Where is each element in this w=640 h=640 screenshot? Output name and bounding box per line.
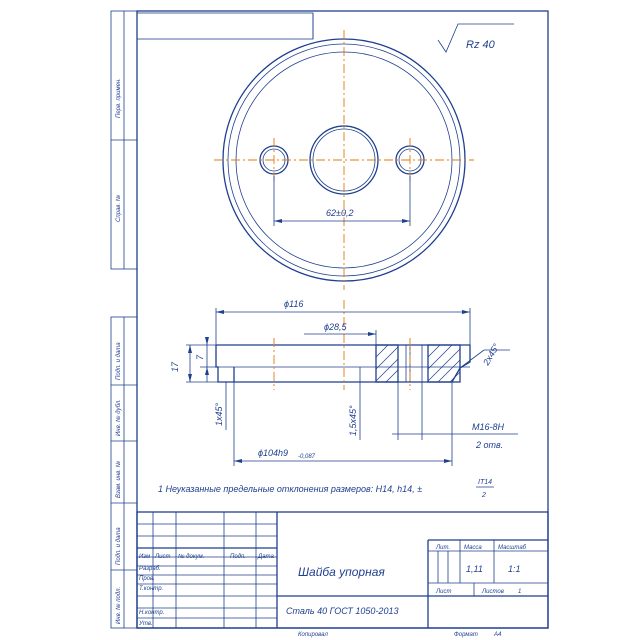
top-left-box bbox=[136, 12, 314, 40]
side-stamp-podp-data-1: Подп. и дата bbox=[116, 342, 122, 380]
dim-shoulder-diameter: ϕ104h9 bbox=[258, 448, 288, 458]
col-doc: № докум. bbox=[178, 553, 204, 560]
footer-format-value: А4 bbox=[493, 632, 502, 638]
part-material: Сталь 40 ГОСТ 1050-2013 bbox=[286, 606, 398, 616]
row-utv: Утв. bbox=[138, 621, 153, 627]
row-nkontr: Н.контр. bbox=[139, 610, 164, 616]
side-stamp-sprav-no: Справ. № bbox=[115, 194, 122, 222]
roughness-symbol bbox=[437, 23, 514, 53]
roughness-label: Rz 40 bbox=[466, 39, 496, 51]
list-label: Лист bbox=[435, 589, 451, 595]
note-fraction-bottom: 2 bbox=[481, 492, 486, 499]
side-stamp-inv-podl: Инв. № подл. bbox=[115, 587, 122, 624]
side-stamp-podp-data-2: Подп. и дата bbox=[116, 527, 122, 565]
plan-view bbox=[214, 30, 474, 290]
sheet-frame bbox=[136, 10, 549, 629]
col-data: Дата bbox=[257, 554, 274, 560]
side-stamp bbox=[110, 10, 138, 629]
hdr-massa: Масса bbox=[464, 545, 482, 551]
side-stamp-perv-primen: Перв. примен. bbox=[116, 78, 122, 118]
row-tkontr: Т.контр. bbox=[139, 586, 163, 592]
title-block bbox=[136, 511, 549, 629]
masshtab-value: 1:1 bbox=[508, 564, 521, 574]
row-razrab: Разраб. bbox=[139, 566, 161, 572]
hdr-masshtab: Масштаб bbox=[498, 545, 527, 551]
tolerance-note: 1 Неуказанные предельные отклонения разм… bbox=[158, 484, 422, 494]
listov-value: 1 bbox=[518, 589, 521, 595]
thread-label: M16-8H bbox=[472, 422, 505, 432]
col-izm: Изм bbox=[139, 554, 150, 560]
footer-kopiroval: Копировал bbox=[298, 632, 328, 638]
dim-height-step: 7 bbox=[195, 354, 205, 360]
dim-height-total: 17 bbox=[170, 361, 180, 372]
hdr-lit: Лит. bbox=[435, 545, 450, 551]
section-view bbox=[186, 300, 518, 466]
dim-shoulder-tolerance: -0,087 bbox=[298, 454, 316, 460]
row-prov: Пров. bbox=[139, 576, 155, 582]
thread-count: 2 отв. bbox=[475, 440, 503, 450]
note-fraction-top: IT14 bbox=[478, 479, 492, 486]
side-stamp-vzam-inv: Взам. инв. № bbox=[115, 460, 122, 498]
dim-chamfer-inner: 1,5x45° bbox=[348, 405, 358, 436]
footer-format-label: Формат bbox=[454, 632, 478, 638]
listov-label: Листов bbox=[481, 589, 504, 595]
dim-chamfer-right: 2x45° bbox=[481, 342, 502, 368]
col-podp: Подп. bbox=[230, 554, 246, 560]
part-title: Шайба упорная bbox=[298, 565, 385, 579]
massa-value: 1,11 bbox=[466, 564, 483, 574]
side-stamp-inv-dubl: Инв. № дубл. bbox=[115, 399, 122, 436]
col-list: Лист bbox=[154, 554, 170, 560]
dim-chamfer-left: 1x45° bbox=[214, 402, 224, 426]
dim-outer-diameter: ϕ116 bbox=[284, 299, 303, 309]
dim-bore-diameter: ϕ28,5 bbox=[324, 322, 348, 332]
dim-bolt-spacing: 62±0,2 bbox=[326, 208, 353, 218]
